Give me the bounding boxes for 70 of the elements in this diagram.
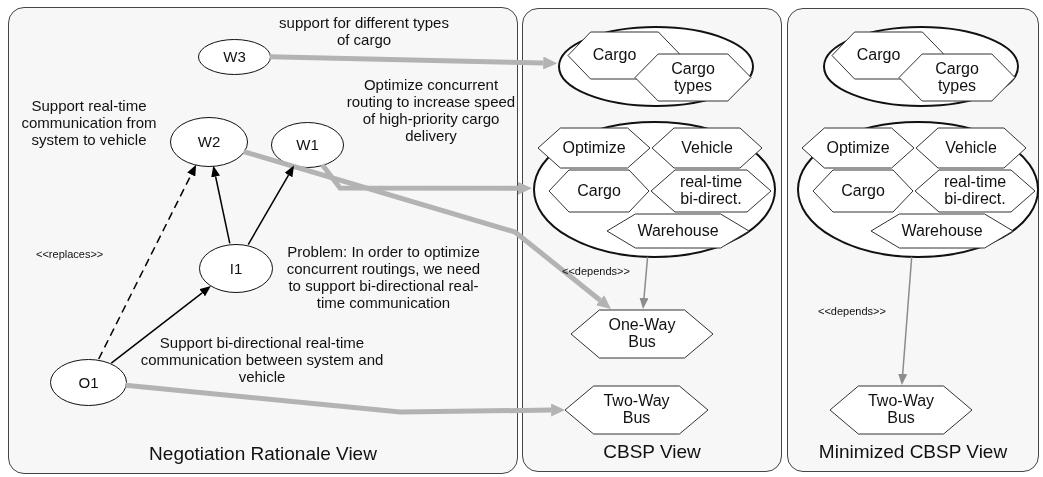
node-label: Cargo xyxy=(592,47,637,64)
view-title: CBSP View xyxy=(602,441,702,463)
component-hexagon xyxy=(915,170,1035,212)
view-panel xyxy=(787,8,1039,472)
annotation-text: Optimize concurrent routing to increase speed of high-priority cargo delivery xyxy=(346,77,516,145)
arrow xyxy=(110,286,211,364)
arrow xyxy=(125,382,566,417)
edge-label: <<depends>> xyxy=(562,265,630,277)
goal-ellipse xyxy=(271,122,344,168)
view-panel xyxy=(522,8,782,472)
goal-ellipse xyxy=(170,117,248,167)
view-title: Minimized CBSP View xyxy=(817,441,1009,463)
node-label: Cargo types xyxy=(670,60,716,95)
component-hexagon xyxy=(565,386,708,434)
annotation-text: Support bi-directional real-time communication between system and vehicle xyxy=(139,335,385,386)
goal-ellipse xyxy=(50,359,127,406)
annotation-text: support for different types of cargo xyxy=(278,15,450,49)
node-label: Cargo xyxy=(841,182,885,200)
arrow xyxy=(320,163,532,195)
component-hexagon xyxy=(916,128,1026,168)
arrow xyxy=(247,165,294,246)
node-label: Cargo types xyxy=(934,60,980,95)
edge-label: <<replaces>> xyxy=(36,248,104,260)
node-label: Vehicle xyxy=(681,139,733,157)
node-label: Two-Way Bus xyxy=(602,393,671,427)
component-hexagon xyxy=(830,386,972,434)
node-label: Optimize xyxy=(562,139,626,157)
view-panel xyxy=(8,7,518,474)
arrow xyxy=(898,256,913,385)
node-label: real-time bi-direct. xyxy=(942,174,1008,208)
node-label: I1 xyxy=(229,260,243,277)
component-hexagon xyxy=(899,54,1015,101)
node-label: Optimize xyxy=(826,139,890,157)
goal-ellipse xyxy=(199,244,273,293)
node-label: Warehouse xyxy=(901,222,983,240)
component-group-outline xyxy=(823,26,1019,107)
component-hexagon xyxy=(571,310,713,358)
component-hexagon xyxy=(538,128,650,168)
goal-ellipse xyxy=(198,39,271,75)
node-label: Vehicle xyxy=(945,139,997,157)
node-label: One-Way Bus xyxy=(607,317,677,351)
component-group-outline xyxy=(533,121,776,258)
node-label: W1 xyxy=(296,137,319,153)
edge-label: <<depends>> xyxy=(818,305,886,317)
node-label: W2 xyxy=(197,134,221,150)
component-hexagon xyxy=(651,170,771,212)
node-label: O1 xyxy=(78,374,99,391)
component-group-outline xyxy=(558,26,754,107)
node-label: Cargo xyxy=(577,182,621,200)
view-title: Negotiation Rationale View xyxy=(148,443,378,465)
node-label: Warehouse xyxy=(637,222,719,240)
node-label: Two-Way Bus xyxy=(866,393,936,427)
arrow xyxy=(242,149,611,309)
dashed-arrow xyxy=(97,164,197,360)
component-hexagon xyxy=(635,54,751,101)
component-hexagon xyxy=(549,170,649,212)
annotation-text: Problem: In order to optimize concurrent routings, we need to support bi-directional real-time communication xyxy=(285,244,482,312)
node-label: real-time bi-direct. xyxy=(678,174,744,208)
arrow xyxy=(639,256,649,309)
node-label: W3 xyxy=(223,49,246,65)
component-hexagon xyxy=(652,128,762,168)
component-hexagon xyxy=(813,170,913,212)
arrow xyxy=(269,54,558,70)
component-hexagon xyxy=(802,128,914,168)
component-group-outline xyxy=(797,121,1039,258)
component-hexagon xyxy=(607,214,749,248)
arrow xyxy=(211,165,231,245)
component-hexagon xyxy=(871,214,1013,248)
node-label: Cargo xyxy=(856,47,901,64)
annotation-text: Support real-time communication from system to vehicle xyxy=(20,98,158,149)
